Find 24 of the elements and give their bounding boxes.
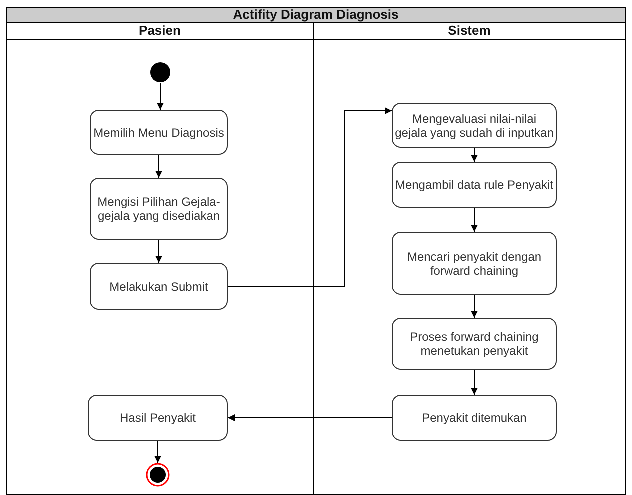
activity-box: Penyakit ditemukan: [392, 395, 557, 441]
activity-box: Mencari penyakit dengan forward chaining: [392, 232, 557, 295]
arrow: [154, 440, 162, 464]
arrow: [156, 154, 162, 178]
arrow: [156, 240, 162, 264]
arrow: [228, 108, 392, 287]
arrow: [471, 294, 478, 318]
arrow: [471, 370, 478, 396]
arrow: [228, 414, 392, 422]
activity-box: Mengevaluasi nilai-nilai gejala yang sudah di inputkan: [392, 103, 557, 148]
arrow: [471, 208, 478, 232]
activity-box: Hasil Penyakit: [88, 395, 228, 441]
lane-header: Sistem: [314, 23, 625, 40]
activity-box: Melakukan Submit: [90, 263, 228, 310]
arrow: [157, 82, 164, 110]
swimlane: [6, 22, 314, 495]
arrow: [471, 148, 478, 162]
lane-header: Pasien: [7, 23, 313, 40]
swimlane: [313, 22, 626, 495]
activity-box: Proses forward chaining menetukan penyakit: [392, 318, 557, 370]
activity-box: Mengambil data rule Penyakit: [392, 162, 557, 208]
activity-box: Mengisi Pilihan Gejala-gejala yang disediakan: [90, 178, 228, 240]
activity-box: Memilih Menu Diagnosis: [90, 110, 228, 155]
diagram-title: Actifity Diagram Diagnosis: [6, 7, 626, 23]
